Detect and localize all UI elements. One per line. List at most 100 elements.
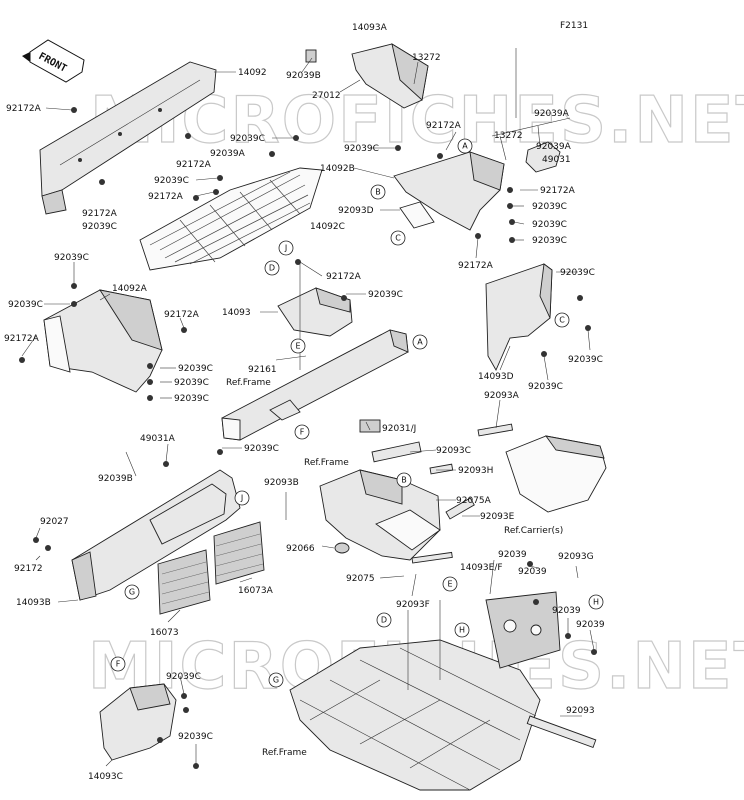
label-92093H: 92093H: [458, 466, 493, 476]
label-92093B: 92093B: [264, 478, 299, 488]
frame-cross-member: [221, 329, 409, 441]
label-16073: 16073: [150, 628, 179, 638]
label-27012: 27012: [312, 91, 341, 101]
label-14093EF: 14093E/F: [460, 563, 503, 573]
label-92039C: 92039C: [344, 144, 379, 154]
label-92093: 92093: [566, 706, 595, 716]
label-92039A: 92039A: [536, 142, 572, 152]
label-92172A: 92172A: [82, 209, 118, 219]
svg-text:F: F: [300, 428, 305, 437]
label-92161: 92161: [248, 365, 277, 375]
label-92039: 92039: [552, 606, 581, 616]
label-49031A: 49031A: [140, 434, 176, 444]
label-92039C: 92039C: [154, 176, 189, 186]
callout-circles: A B C D J E A C F J B G E D H H F G: [110, 138, 604, 688]
label-92039C: 92039C: [528, 382, 563, 392]
label-14092: 14092: [238, 68, 267, 78]
label-13272: 13272: [494, 131, 523, 141]
label-92172A: 92172A: [4, 334, 40, 344]
part-16073A-shield: [213, 521, 265, 585]
label-92093A: 92093A: [484, 391, 520, 401]
part-14093B-panel: [71, 469, 241, 601]
svg-text:A: A: [417, 338, 423, 347]
label-92039C: 92039C: [8, 300, 43, 310]
svg-text:C: C: [395, 234, 401, 243]
ref-frame-3: Ref.Frame: [262, 748, 307, 758]
label-14093D: 14093D: [478, 372, 514, 382]
label-92172A: 92172A: [426, 121, 462, 131]
svg-text:B: B: [401, 476, 407, 485]
label-92039A: 92039A: [534, 109, 570, 119]
label-92093E: 92093E: [480, 512, 515, 522]
svg-text:D: D: [269, 264, 275, 273]
leader-lines: [21, 48, 595, 767]
bolt-icons: [19, 107, 597, 769]
label-92039C: 92039C: [532, 236, 567, 246]
part-14093-bracket: [277, 287, 353, 337]
label-92031J: 92031/J: [382, 424, 416, 434]
part-14093A-bracket: [305, 43, 429, 109]
label-92093D: 92093D: [338, 206, 374, 216]
label-92172A: 92172A: [458, 261, 494, 271]
label-92039: 92039: [498, 550, 527, 560]
label-92039C: 92039C: [174, 394, 209, 404]
label-92172A: 92172A: [148, 192, 184, 202]
label-14093B: 14093B: [16, 598, 51, 608]
label-92039C: 92039C: [368, 290, 403, 300]
label-92039: 92039: [518, 567, 547, 577]
label-14093: 14093: [222, 308, 251, 318]
reference-labels: Ref.Frame Ref.Frame Ref.Carrier(s) Ref.F…: [226, 378, 563, 758]
label-92039C: 92039C: [532, 220, 567, 230]
label-92075A: 92075A: [456, 496, 492, 506]
part-14092C-floor: [139, 167, 323, 271]
svg-text:E: E: [447, 580, 452, 589]
front-arrow-icon: FRONT: [22, 39, 85, 83]
label-92039C: 92039C: [568, 355, 603, 365]
label-49031: 49031: [542, 155, 571, 165]
label-14092B: 14092B: [320, 164, 355, 174]
part-14093D-panel: [485, 263, 553, 372]
label-92066: 92066: [286, 544, 315, 554]
label-92039: 92039: [576, 620, 605, 630]
svg-text:J: J: [240, 494, 243, 503]
label-92093F: 92093F: [396, 600, 430, 610]
label-92172A: 92172A: [540, 186, 576, 196]
label-92039C: 92039C: [178, 364, 213, 374]
svg-text:D: D: [381, 616, 387, 625]
label-92039C: 92039C: [54, 253, 89, 263]
part-92039A-bracket: [491, 117, 571, 173]
label-92093G: 92093G: [558, 552, 594, 562]
label-92172A: 92172A: [326, 272, 362, 282]
label-92039B: 92039B: [286, 71, 321, 81]
label-92039C: 92039C: [230, 134, 265, 144]
part-16073-shield: [157, 549, 211, 615]
label-92039C: 92039C: [532, 202, 567, 212]
label-92039C: 92039C: [166, 672, 201, 682]
label-92039C: 92039C: [560, 268, 595, 278]
svg-text:G: G: [129, 588, 135, 597]
label-92039B: 92039B: [98, 474, 133, 484]
label-92172A: 92172A: [164, 310, 200, 320]
label-13272: 13272: [412, 53, 441, 63]
carrier-ref: [477, 423, 607, 513]
svg-text:J: J: [284, 244, 287, 253]
part-14093C-panel: [99, 683, 177, 761]
label-92172A: 92172A: [6, 104, 42, 114]
part-14092A-panel: [43, 289, 163, 393]
label-92039C: 92039C: [244, 444, 279, 454]
ref-frame-1: Ref.Frame: [226, 378, 271, 388]
label-92172A: 92039A: [210, 149, 246, 159]
label-14092A: 14092A: [112, 284, 148, 294]
ref-carrier: Ref.Carrier(s): [504, 526, 563, 536]
figure-code: F2131: [560, 21, 588, 31]
part-14092-beam: [39, 61, 217, 215]
svg-text:H: H: [459, 626, 465, 635]
label-92172A: 92172A: [176, 160, 212, 170]
label-92075: 92075: [346, 574, 375, 584]
svg-text:E: E: [295, 342, 300, 351]
svg-text:F: F: [116, 660, 121, 669]
svg-text:H: H: [593, 598, 599, 607]
part-14092B-bracket: [393, 151, 505, 231]
label-92027: 92027: [40, 517, 69, 527]
